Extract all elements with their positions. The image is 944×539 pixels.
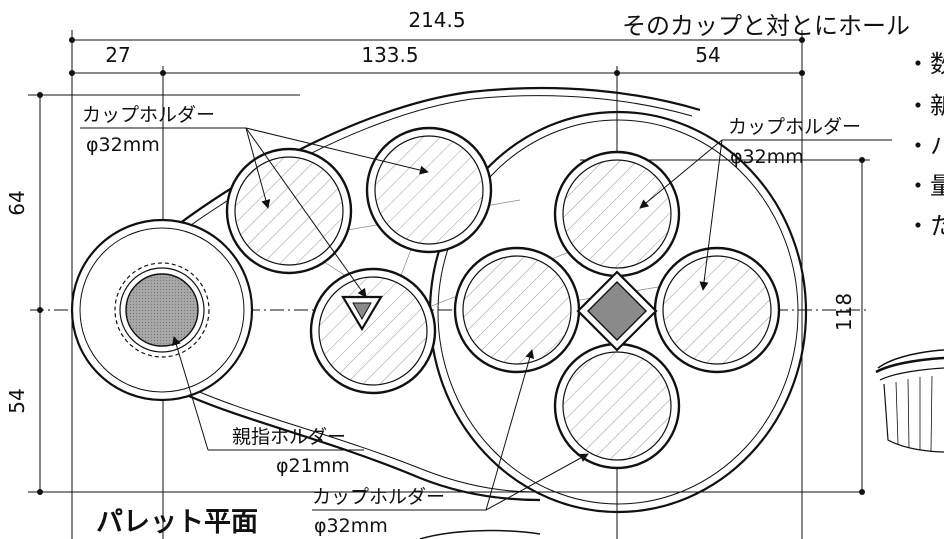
dim-upper-height: 64 [5, 190, 29, 215]
paper-cup-sketch [875, 349, 944, 453]
partial-outline-bottom [419, 529, 541, 539]
side-note-2: ・新 [906, 92, 944, 120]
cup-holder-7 [553, 342, 681, 470]
cup-holder-3 [309, 267, 437, 395]
cup-bottom-size: φ32mm [314, 515, 388, 537]
thumb-holder-label: 親指ホルダー [232, 426, 346, 448]
side-note-3: ・ハ [906, 132, 944, 160]
thumb-holder-size: φ21mm [276, 455, 350, 477]
cup-bottom-label: カップホルダー [312, 486, 445, 508]
cup-holder-5 [553, 150, 681, 278]
cup-holder-6 [653, 246, 781, 374]
dim-overall-width: 214.5 [408, 8, 465, 32]
dim-lower-height: 54 [5, 388, 29, 413]
cup-right-size: φ32mm [730, 146, 804, 168]
view-title: パレット平面 [96, 507, 258, 538]
diamond-marker [576, 270, 658, 352]
side-note-1: ・数 [906, 50, 944, 78]
cup-right-label: カップホルダー [728, 116, 861, 138]
side-note-4: ・量 [906, 172, 944, 200]
dim-seg-right: 54 [695, 43, 720, 67]
thumb-holder [70, 218, 254, 402]
header-fragment: そのカップと対とにホール [622, 12, 910, 40]
cup-holders [225, 126, 781, 470]
dim-seg-left: 27 [105, 43, 130, 67]
dim-total-height: 118 [832, 293, 856, 331]
side-note-5: ・た [906, 212, 944, 240]
dim-seg-mid: 133.5 [361, 43, 418, 67]
cup-holder-2 [365, 126, 493, 254]
cup-holder-1 [225, 147, 353, 275]
leader-lines [80, 127, 892, 511]
cup-holder-4 [453, 246, 581, 374]
cup-left-size: φ32mm [86, 134, 160, 156]
cup-left-label: カップホルダー [82, 104, 215, 126]
